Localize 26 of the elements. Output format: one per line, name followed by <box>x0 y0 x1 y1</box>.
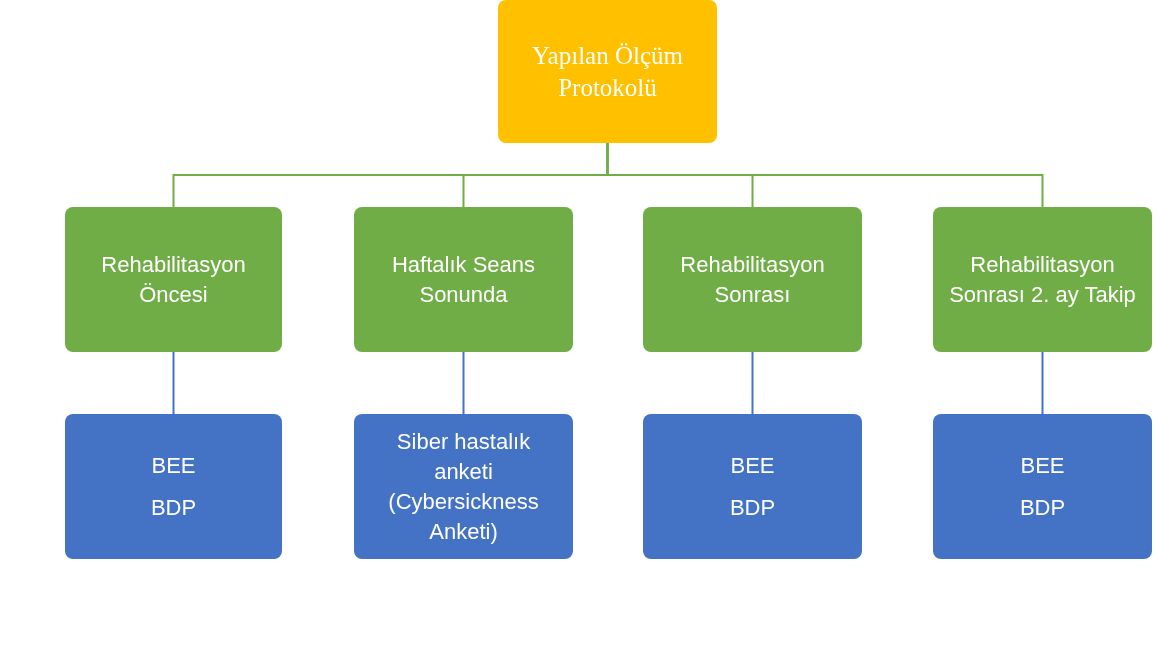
box-label: Siber hastalık anketi (Cybersickness Anketi) <box>387 427 540 546</box>
box-label: BEE <box>1020 451 1065 480</box>
process-box <box>498 0 717 143</box>
process-box <box>65 414 282 559</box>
process-box <box>643 414 862 559</box>
connector-line <box>1041 351 1044 415</box>
process-box <box>933 414 1152 559</box>
process-box <box>354 207 573 352</box>
box-label: Rehabilitasyon Sonrası <box>679 250 826 309</box>
box-label: Rehabilitasyon Sonrası 2. ay Takip <box>948 250 1137 309</box>
process-box <box>643 207 862 352</box>
process-box <box>354 414 573 559</box>
box-label: BDP <box>150 493 197 522</box>
box-label: BDP <box>729 493 776 522</box>
box-label: BEE <box>730 451 775 480</box>
box-label: Yapılan Ölçüm Protokolü <box>531 40 684 103</box>
box-label: BEE <box>151 451 196 480</box>
connector-line <box>751 351 754 415</box>
connector-line <box>606 142 1044 208</box>
process-box <box>933 207 1152 352</box>
box-label: Haftalık Seans Sonunda <box>390 250 537 309</box>
process-box <box>65 207 282 352</box>
box-label: BDP <box>1019 493 1066 522</box>
connector-line <box>462 351 465 415</box>
connector-line <box>172 351 175 415</box>
box-label: Rehabilitasyon Öncesi <box>100 250 247 309</box>
